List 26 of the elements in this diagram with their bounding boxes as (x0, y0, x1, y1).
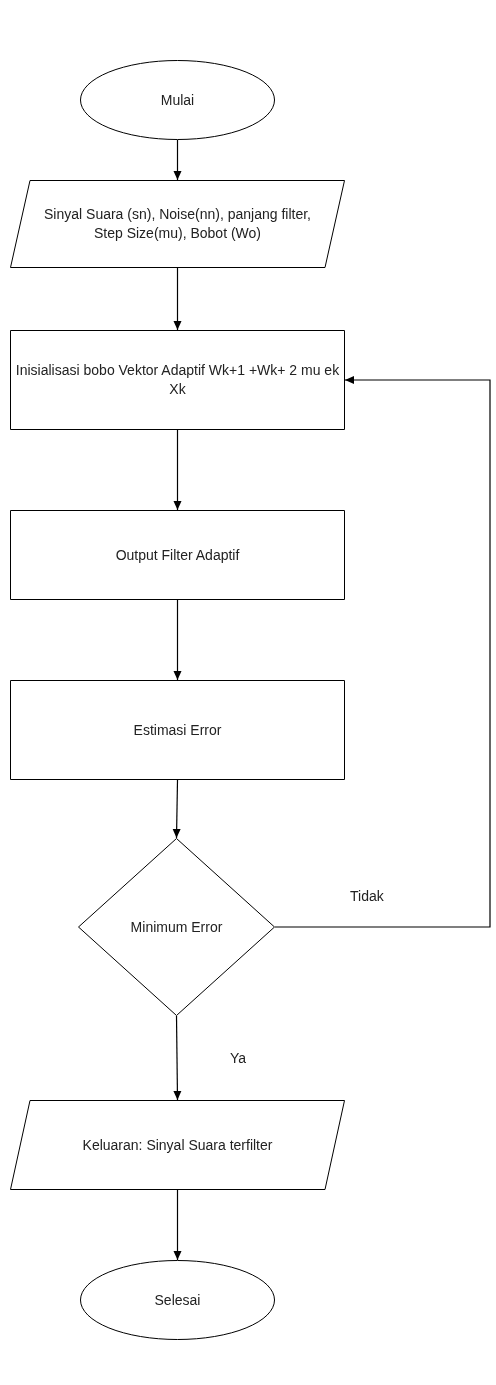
node-text: Inisialisasi bobo Vektor Adaptif Wk+1 +Wk+ 2 mu ek Xk (14, 361, 341, 399)
terminator-ellipse (80, 1260, 275, 1340)
arrow (173, 267, 182, 331)
input-output-parallelogram (10, 1100, 345, 1190)
arrow (173, 139, 182, 181)
input-output-parallelogram (10, 180, 345, 268)
edge-label: Ya (230, 1050, 247, 1066)
terminator-ellipse (80, 60, 275, 140)
node-text: Mulai (160, 90, 195, 110)
edge-label: Tidak (350, 888, 384, 904)
process-box (10, 510, 345, 600)
node-text: Output Filter Adaptif (115, 545, 240, 565)
arrow (173, 1189, 182, 1261)
node-text: Sinyal Suara (sn), Noise(nn), panjang filter, Step Size(mu), Bobot (Wo) (44, 205, 311, 243)
decision-diamond (78, 838, 275, 1016)
node-text: Selesai (154, 1290, 201, 1310)
node-text: Minimum Error (130, 917, 223, 937)
node-text: Keluaran: Sinyal Suara terfilter (82, 1135, 273, 1155)
process-box (10, 680, 345, 780)
process-box (10, 330, 345, 430)
arrow (173, 599, 182, 681)
arrow (172, 779, 181, 839)
arrow (274, 376, 491, 928)
node-text: Estimasi Error (133, 720, 222, 740)
arrow (173, 429, 182, 511)
arrow (173, 1015, 182, 1101)
